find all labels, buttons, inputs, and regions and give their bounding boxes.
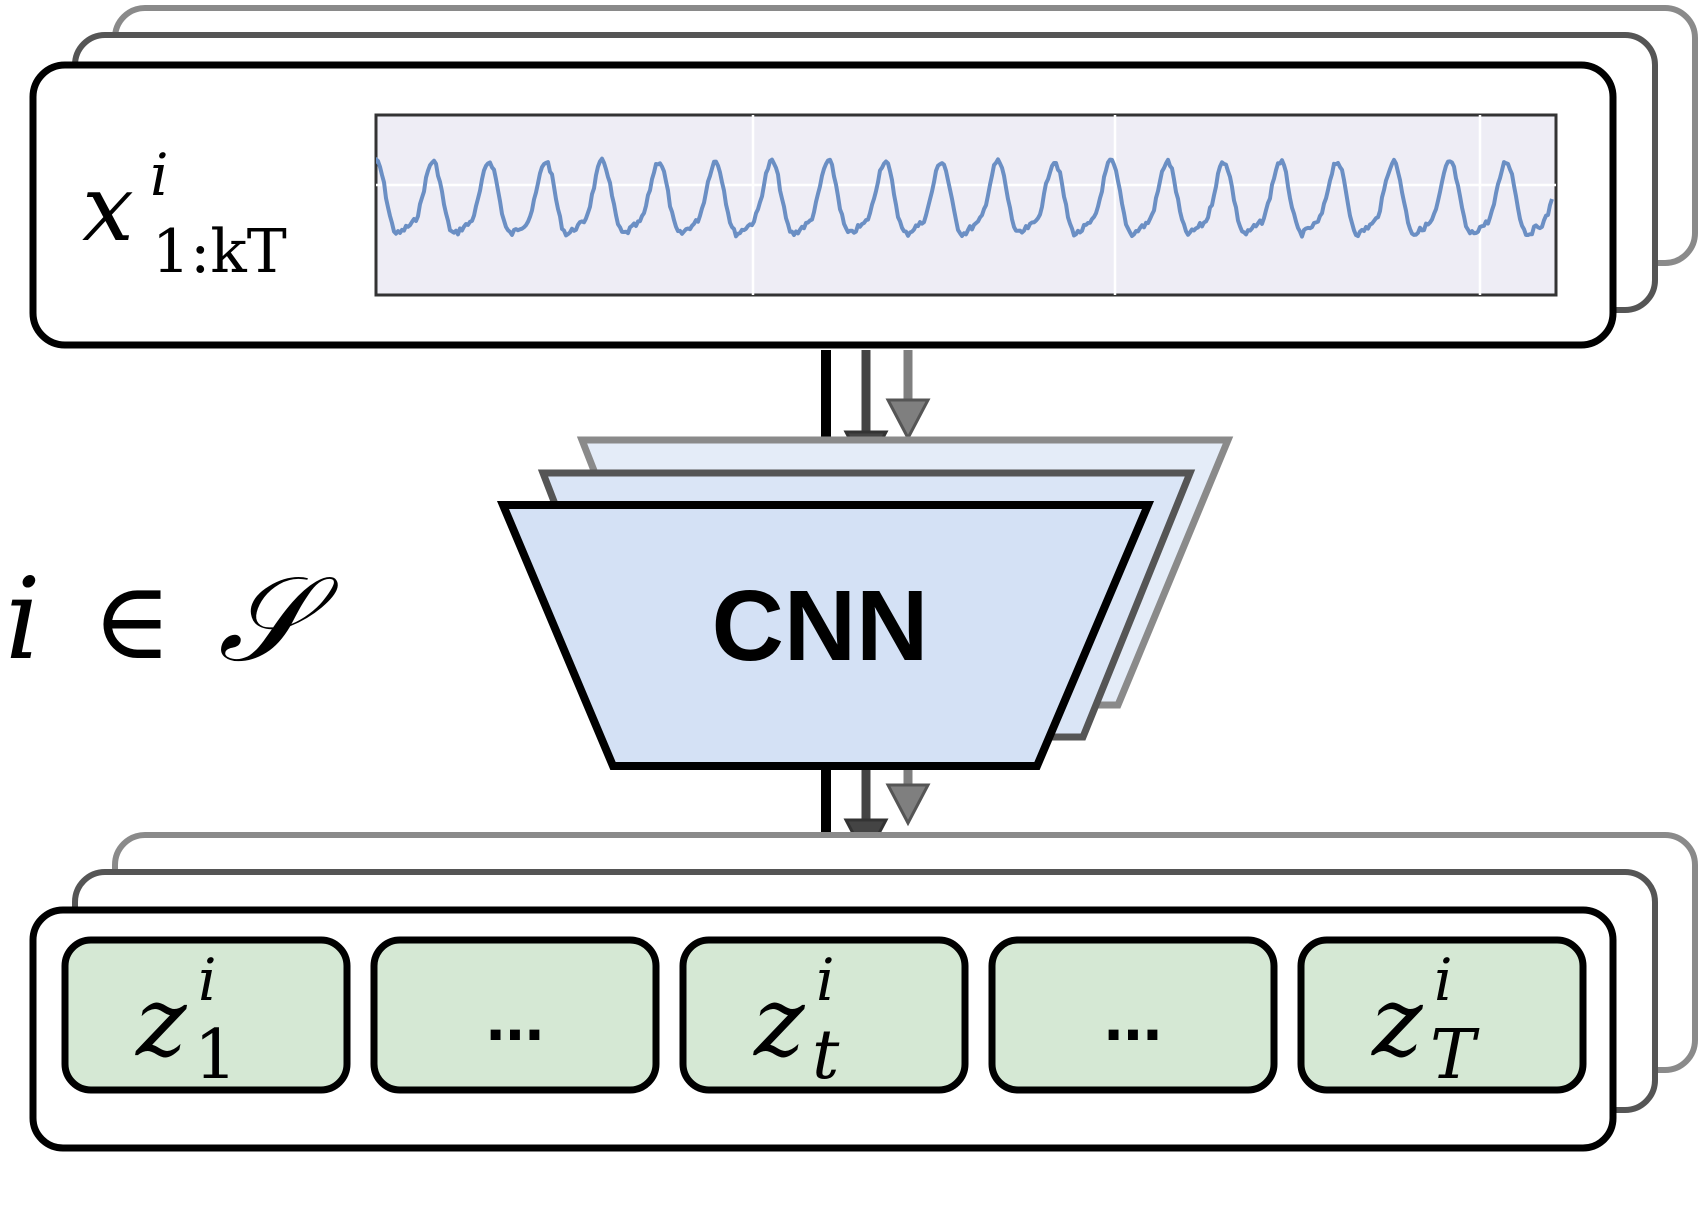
latent-superscript: i	[198, 946, 217, 1014]
plot-background	[374, 113, 1558, 297]
encoder-trapezoid	[496, 501, 1155, 770]
ellipsis-label: ...	[486, 977, 544, 1055]
latent-cell-box	[370, 936, 660, 1094]
latent-cell-box	[988, 936, 1278, 1094]
encoder-label: CNN	[712, 570, 929, 682]
set-index: i	[5, 555, 41, 685]
latent-cell: ...	[988, 936, 1278, 1094]
latent-subscript: 1	[194, 1016, 237, 1095]
latent-subscript: t	[812, 1016, 840, 1095]
latent-symbol: z	[135, 966, 188, 1078]
encoder-stack: CNN	[496, 436, 1234, 770]
latent-cell-box	[61, 936, 351, 1094]
latent-cell-box	[679, 936, 969, 1094]
latent-subscript: T	[1430, 1016, 1480, 1095]
latent-cell-box	[1297, 936, 1587, 1094]
latent-superscript: i	[1434, 946, 1453, 1014]
time-series-plot	[374, 113, 1558, 297]
set-membership-label: i ∈ 𝒮	[5, 550, 339, 688]
latent-symbol: z	[753, 966, 806, 1078]
input-superscript: i	[150, 141, 169, 209]
input-variable-label: x i 1:kT	[82, 141, 287, 287]
ellipsis-label: ...	[1104, 977, 1162, 1055]
signal-line	[376, 156, 1554, 239]
input-symbol: x	[82, 155, 134, 262]
latent-cell: ...	[370, 936, 660, 1094]
set-symbol: 𝒮	[218, 550, 339, 688]
plot-gridlines	[376, 115, 1556, 295]
input-subscript: 1:kT	[152, 217, 287, 287]
latent-symbol: z	[1371, 966, 1424, 1078]
latent-superscript: i	[816, 946, 835, 1014]
input-stack: x i 1:kT	[29, 5, 1698, 349]
set-relation: ∈	[92, 559, 172, 684]
